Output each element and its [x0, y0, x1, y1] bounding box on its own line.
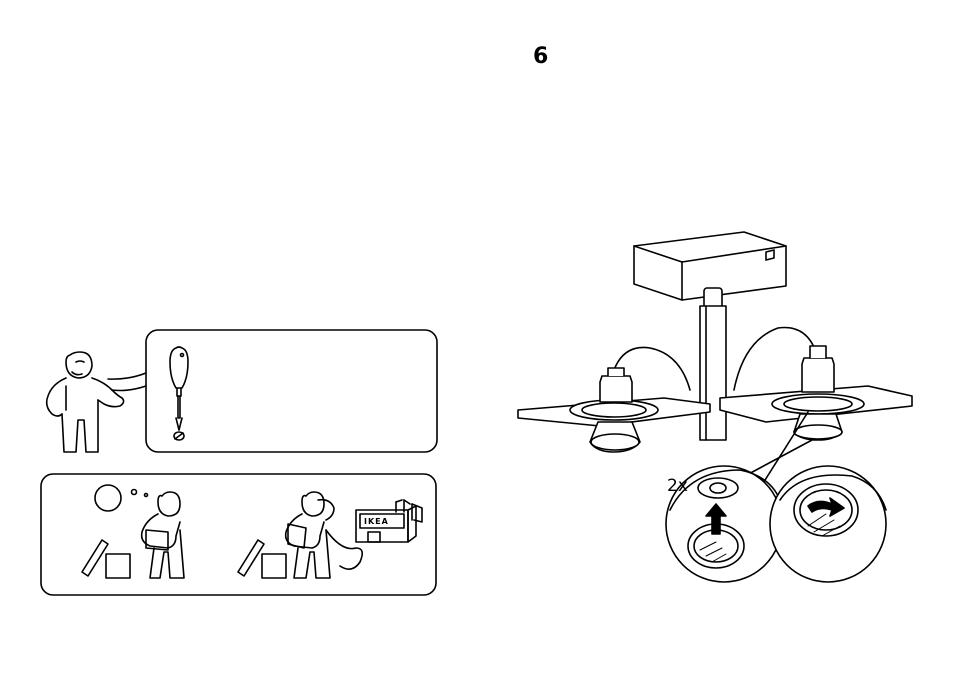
right-bulb: [794, 414, 842, 440]
right-lamp-socket: [802, 346, 834, 392]
center-stem: [700, 288, 726, 440]
left-bulb: [590, 422, 640, 452]
quantity-label: 2x: [667, 478, 688, 495]
detail-twist-bulb: [770, 466, 886, 582]
left-lamp-socket: [600, 368, 632, 402]
